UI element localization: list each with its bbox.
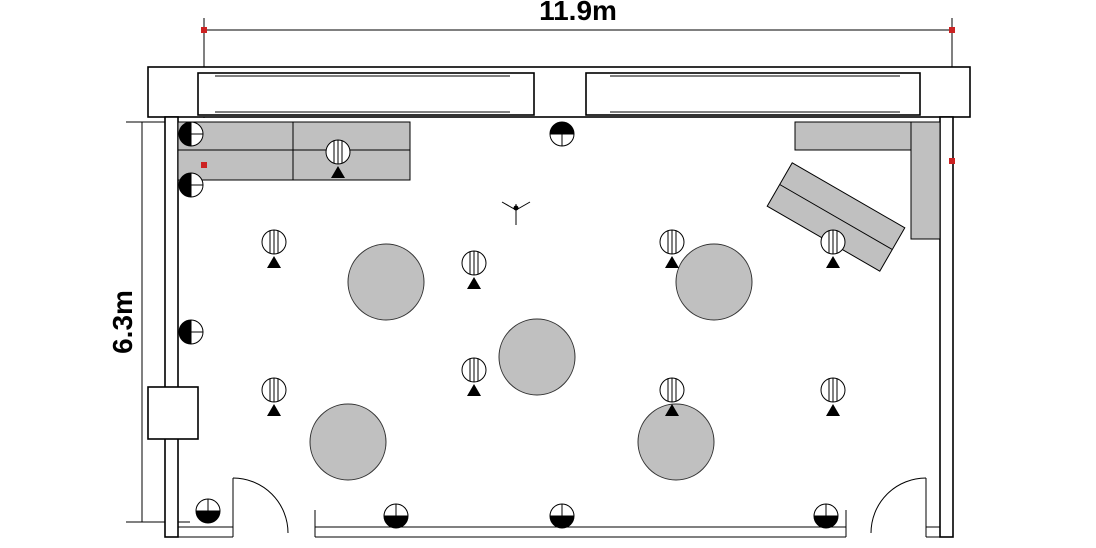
- cabinets-top-right: [766, 121, 941, 272]
- dimension-marker-icon: [201, 27, 207, 33]
- dimension-marker-icon: [201, 162, 207, 168]
- spotlight-icon: [659, 377, 685, 416]
- wall-light-icon: [178, 172, 204, 198]
- wall-light-icon: [549, 121, 575, 147]
- spotlight-icon: [261, 229, 287, 268]
- lights: [178, 121, 846, 529]
- wall-light-icon: [195, 498, 221, 524]
- round-tables: [309, 243, 753, 481]
- round-table: [498, 318, 576, 396]
- wall-light-icon: [813, 503, 839, 529]
- height-label: 6.3m: [107, 290, 138, 354]
- person-icon: [501, 201, 531, 225]
- spotlight-icon: [820, 229, 846, 268]
- wall-light-icon: [383, 503, 409, 529]
- width-label: 11.9m: [539, 0, 617, 26]
- width-dimension: 11.9m: [201, 0, 955, 118]
- door-swing-icon: [232, 477, 289, 534]
- dimension-marker-icon: [949, 27, 955, 33]
- spotlight-icon: [325, 139, 351, 178]
- wall-light-icon: [178, 319, 204, 345]
- wall-light-icon: [178, 121, 204, 147]
- round-table: [347, 243, 425, 321]
- spotlight-icon: [659, 229, 685, 268]
- dimension-marker-icon: [949, 158, 955, 164]
- wall-light-icon: [549, 503, 575, 529]
- round-table: [637, 403, 715, 481]
- height-dimension: 6.3m: [107, 121, 190, 523]
- sofa-top-left: [177, 121, 411, 181]
- spotlight-icon: [461, 357, 487, 396]
- walls: [147, 66, 971, 538]
- door-swing-icon: [870, 477, 927, 534]
- spotlight-icon: [820, 377, 846, 416]
- spotlight-icon: [461, 250, 487, 289]
- spotlight-icon: [261, 377, 287, 416]
- round-table: [675, 243, 753, 321]
- round-table: [309, 403, 387, 481]
